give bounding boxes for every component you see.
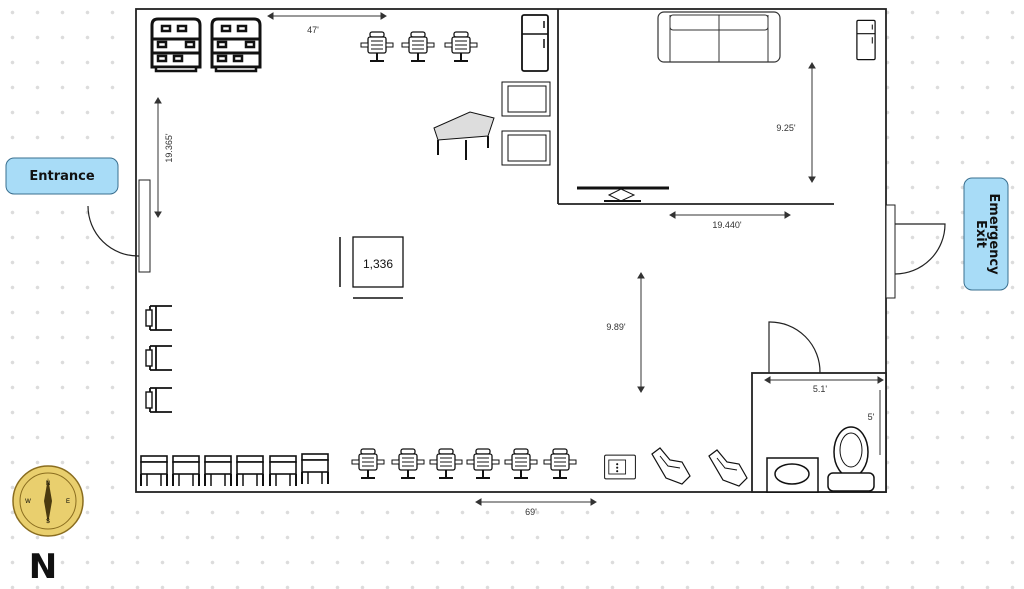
fridge-icon (521, 14, 549, 72)
dim-label: 47' (307, 25, 319, 35)
dim-label: 19.365' (164, 133, 174, 163)
area-marker: 1,336 (339, 236, 404, 299)
exit-text-1: Emergency (986, 193, 1001, 275)
tv-stand-icon (577, 186, 669, 202)
game-table-icon (433, 111, 495, 160)
dim-label: 9.89' (606, 322, 626, 332)
dim-label: 19.440' (712, 220, 742, 230)
dimension-lounge-height (808, 62, 816, 183)
compass-icon: N S E W (12, 465, 84, 537)
bathroom-door[interactable] (768, 321, 821, 374)
dimension-main-height (637, 272, 645, 393)
dimension-left (154, 97, 162, 218)
entrance-label: Entrance (5, 157, 119, 195)
entrance-text: Entrance (29, 169, 94, 184)
dim-label: 5.1' (813, 384, 828, 394)
dimension-lounge-width (669, 211, 791, 219)
compass-e: E (66, 499, 70, 505)
arcade-machine-icon (604, 454, 636, 480)
dimension-top (267, 12, 387, 20)
dim-label: 69' (525, 507, 537, 517)
dimension-bath-width (764, 376, 884, 384)
exit-text-2: Exit (973, 220, 988, 248)
area-label: 1,336 (363, 257, 393, 271)
armchair-icon (501, 130, 551, 166)
fridge-icon (856, 19, 876, 61)
display-shelf-icon (150, 17, 202, 73)
sofa-icon (657, 11, 781, 63)
sink-icon (766, 457, 819, 493)
display-shelf-icon (210, 17, 262, 73)
emergency-exit-door[interactable] (885, 204, 946, 299)
north-label: N (29, 547, 57, 587)
compass-w: W (25, 499, 31, 505)
dim-label: 5' (868, 412, 875, 422)
toilet-icon (827, 426, 875, 492)
armchair-icon (501, 81, 551, 117)
dimension-bottom (475, 498, 597, 506)
compass-n: N (46, 481, 50, 487)
compass-s: S (46, 519, 50, 525)
emergency-exit-label: Emergency Exit (963, 177, 1009, 291)
dim-label: 9.25' (776, 123, 796, 133)
entrance-door[interactable] (87, 179, 151, 273)
